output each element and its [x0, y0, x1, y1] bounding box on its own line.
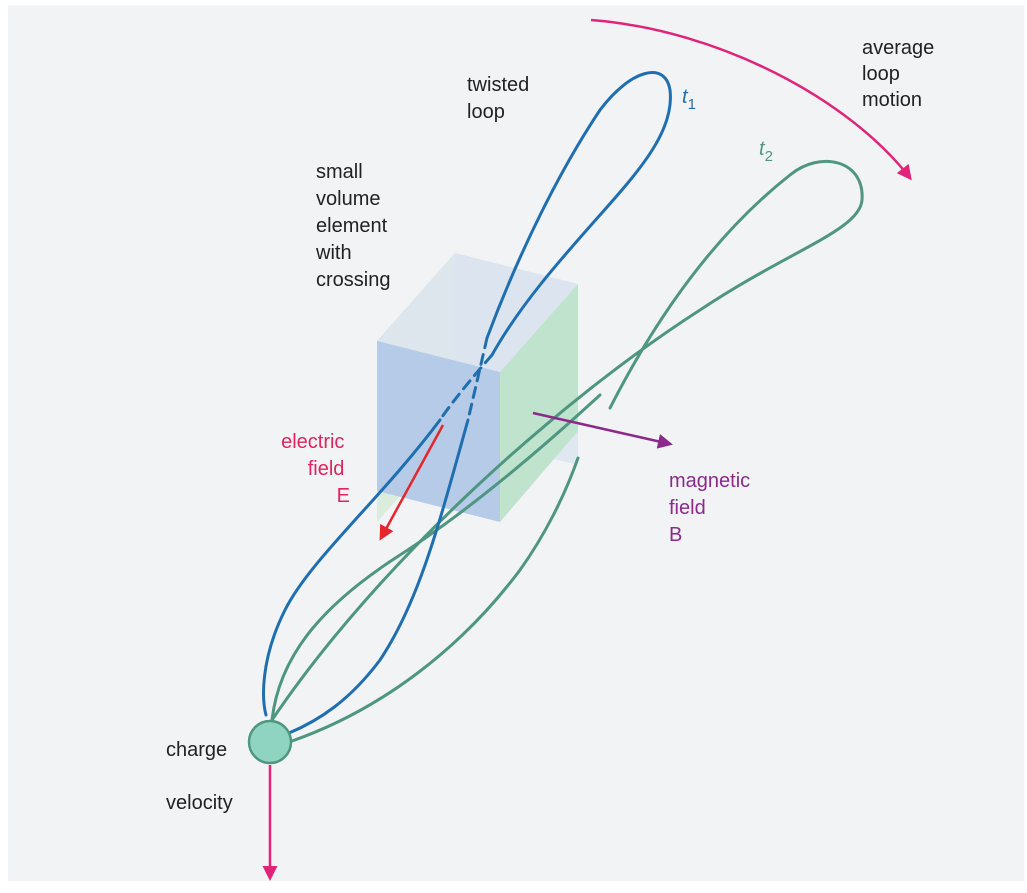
label-velocity: velocity — [166, 792, 233, 814]
label-charge: charge — [166, 739, 227, 761]
charge-circle — [247, 719, 293, 765]
loop-t1 — [262, 71, 672, 735]
loop-t2-lower-strand — [290, 456, 580, 743]
cube-top-face — [377, 253, 578, 372]
loop-t1-dashed-segment-2 — [466, 336, 489, 422]
label-twisted-loop: twisted loop — [467, 74, 535, 123]
average-loop-motion-arrow — [590, 18, 912, 181]
loop-t1-upper-strand — [485, 71, 672, 357]
label-small-volume-element: small volume element with crossing — [315, 161, 393, 291]
loop-t2-outer-strand — [270, 159, 864, 722]
label-t1: t1 — [682, 86, 696, 113]
loop-t2-inner-strand — [270, 393, 602, 722]
label-t2: t2 — [759, 138, 773, 165]
label-magnetic-field: magnetic field B — [669, 470, 756, 546]
loop-t2 — [270, 159, 864, 743]
cube-right-face — [500, 284, 578, 522]
label-average-loop-motion: average loop motion — [862, 37, 940, 111]
electric-field-arrow — [379, 424, 445, 541]
magnetic-field-arrow — [532, 411, 673, 449]
loop-t1-left-strand — [262, 418, 442, 717]
loop-t1-right-strand — [287, 418, 470, 735]
volume-element-cube — [377, 253, 578, 522]
label-electric-field: electric field E — [281, 431, 350, 507]
loop-t1-dashed-segment — [438, 353, 494, 422]
